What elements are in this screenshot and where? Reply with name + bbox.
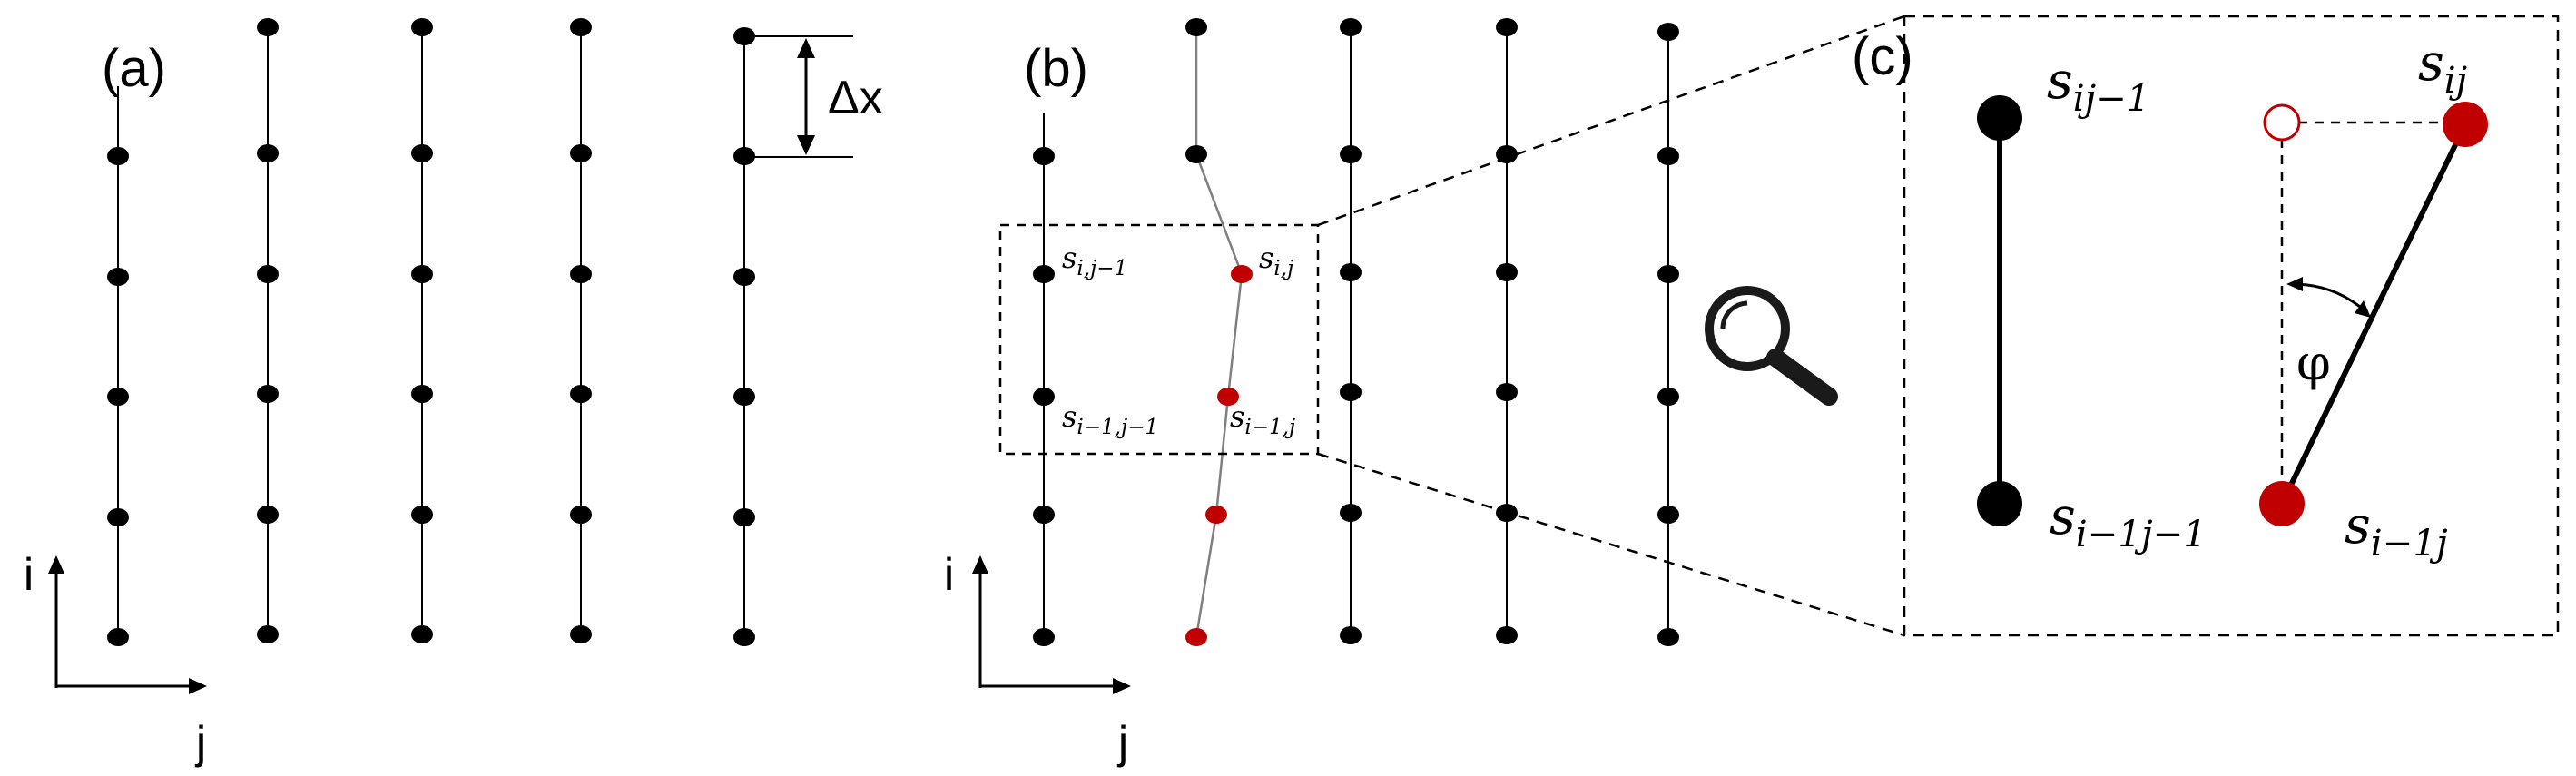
node-a-0-2 [107,388,129,406]
node-b-2-0 [1496,18,1518,36]
spring-chain-b-displaced [1195,27,1244,638]
panel-a: (a) Δx i j [24,18,883,768]
node-a-4-2 [733,268,755,286]
label-b-s-ij: si,j [1259,241,1293,280]
node-a-3-5 [570,625,592,643]
node-a-1-1 [257,144,279,162]
node-b-0-5 [1033,628,1055,646]
node-a-3-3 [570,385,592,403]
node-a-1-5 [257,625,279,643]
node-b-2-3 [1496,383,1518,401]
node-c-s-i-1j [2259,481,2305,526]
axes-b: i j [944,549,1131,768]
node-b-3-4 [1657,506,1679,524]
node-a-1-3 [257,385,279,403]
node-b-1-5 [1340,626,1362,644]
node-b-3-3 [1657,388,1679,406]
node-a-1-4 [257,506,279,524]
panel-c: (c) φ sij−1 sij si−1j−1 si−1j [1852,15,2560,637]
node-b-0-3 [1033,388,1055,406]
label-c-s-i-1j-1: si−1j−1 [2050,487,2207,555]
node-a-3-0 [570,18,592,36]
label-c-s-ij-1: sij−1 [2047,52,2150,120]
node-b-3-1 [1657,147,1679,165]
node-b-3-0 [1657,23,1679,41]
node-b-displaced-2 [1231,265,1253,283]
node-c-s-ij [2443,102,2488,147]
node-c-s-ij-1 [1977,95,2022,141]
node-b-displaced-0 [1185,18,1207,36]
node-a-4-3 [733,388,755,406]
node-c-original-position [2263,103,2301,142]
node-b-1-3 [1340,383,1362,401]
node-a-3-4 [570,506,592,524]
arc-arrow-left-icon [2286,277,2303,291]
panel-b-label: (b) [1024,39,1088,98]
node-a-1-2 [257,265,279,283]
node-a-2-5 [411,625,433,643]
label-c-s-i-1j: si−1j [2345,496,2448,565]
axis-i-label-b: i [944,549,954,600]
axis-i-label: i [24,549,34,600]
node-c-s-i-1j-1 [1977,481,2022,526]
label-b-s-ij-1: si,j−1 [1062,241,1127,280]
node-a-4-5 [733,628,755,646]
magnifier-icon [1705,286,1838,406]
spring-tilted [2279,123,2468,506]
node-a-3-2 [570,265,592,283]
node-a-4-4 [733,508,755,526]
node-b-1-0 [1340,18,1362,36]
node-b-3-5 [1657,628,1679,646]
node-b-3-2 [1657,265,1679,283]
node-b-displaced-5 [1185,628,1207,646]
node-b-0-4 [1033,506,1055,524]
label-b-s-i-1j: si−1,j [1230,399,1295,439]
axes-a: i j [24,549,207,768]
label-b-s-i-1j-1: si−1,j−1 [1062,399,1158,439]
node-a-0-3 [107,508,129,526]
node-b-1-1 [1340,145,1362,163]
angle-arc [2286,277,2371,318]
spacing-label: Δx [828,72,883,124]
panel-a-label: (a) [102,39,166,98]
node-a-0-0 [107,147,129,165]
zoom-panel-frame [1903,15,2560,637]
node-a-0-4 [107,628,129,646]
node-b-1-4 [1340,504,1362,522]
axis-arrow-right-icon [189,678,207,694]
node-a-2-3 [411,385,433,403]
node-b-0-2 [1033,265,1055,283]
node-b-1-2 [1340,263,1362,281]
node-a-0-1 [107,268,129,286]
axis-arrow-up-icon [48,555,64,574]
node-b-2-5 [1496,626,1518,644]
label-c-s-ij: sij [2418,34,2467,102]
node-a-2-1 [411,144,433,162]
arc-arrow-right-icon [2355,300,2371,318]
axis-j-label-b: j [1116,717,1128,768]
spacing-dimension: Δx [744,35,883,158]
zoom-line-top [1317,15,1905,227]
axis-arrow-right-icon [1113,678,1131,694]
node-a-2-4 [411,506,433,524]
panel-b: (b) si,j−1 si,j si−1,j−1 si−1,j i j [944,18,1838,768]
node-a-2-0 [411,18,433,36]
node-a-3-1 [570,144,592,162]
node-a-1-0 [257,18,279,36]
node-b-2-2 [1496,263,1518,281]
axis-arrow-up-icon [972,555,988,574]
node-b-0-1 [1033,147,1055,165]
zoom-line-bottom [1317,452,1905,637]
node-b-displaced-1 [1185,145,1207,163]
node-b-displaced-3 [1217,388,1239,406]
node-a-2-2 [411,265,433,283]
lattice-b [1033,18,1679,646]
zoom-region-box [998,223,1320,456]
angle-label: φ [2296,334,2331,391]
lattice-a [107,18,755,646]
axis-j-label: j [194,717,206,768]
node-b-displaced-4 [1205,506,1227,524]
panel-c-label: (c) [1852,27,1913,86]
